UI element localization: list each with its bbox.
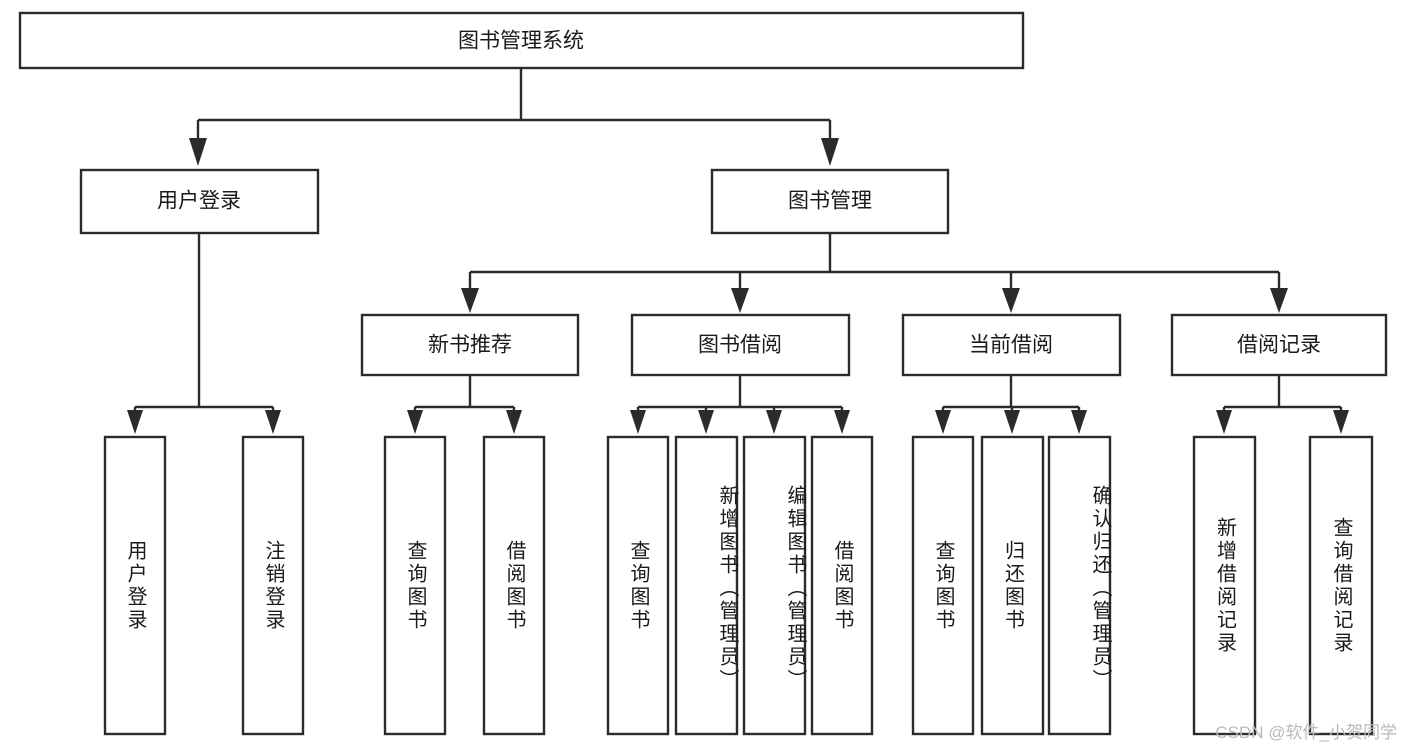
leaf-box-new-book-2[interactable] bbox=[482, 435, 546, 736]
node-root-box[interactable] bbox=[18, 11, 1025, 70]
leaf-box-borrow-record-1[interactable] bbox=[1192, 435, 1257, 736]
leaf-box-current-borrow-3[interactable] bbox=[1047, 435, 1112, 736]
arrow-current-borrow-leaf-2 bbox=[1004, 410, 1020, 434]
arrow-borrow-record-leaf-1 bbox=[1216, 410, 1232, 434]
arrow-book-mgmt-to-new-book bbox=[461, 288, 479, 313]
leaf-box-user-login-2[interactable] bbox=[241, 435, 305, 736]
arrow-new-book-leaf-1 bbox=[407, 410, 423, 434]
node-book-borrow-box[interactable] bbox=[630, 313, 851, 377]
leaf-box-book-borrow-2[interactable] bbox=[674, 435, 739, 736]
node-root-label: 图书管理系统 bbox=[458, 30, 584, 53]
leaf-box-book-borrow-4[interactable] bbox=[810, 435, 874, 736]
arrow-book-borrow-leaf-2 bbox=[698, 410, 714, 434]
arrow-book-borrow-leaf-3 bbox=[766, 410, 782, 434]
node-book-borrow-label: 图书借阅 bbox=[698, 334, 782, 357]
arrow-current-borrow-leaf-3 bbox=[1071, 410, 1087, 434]
arrow-new-book-leaf-2 bbox=[506, 410, 522, 434]
arrow-borrow-record-leaf-2 bbox=[1333, 410, 1349, 434]
leaf-box-book-borrow-1[interactable] bbox=[606, 435, 670, 736]
csdn-watermark: CSDN @软件_小贺同学 bbox=[1215, 723, 1397, 742]
arrow-root-to-user-login bbox=[189, 138, 207, 166]
node-current-borrow-box[interactable] bbox=[901, 313, 1122, 377]
leaf-box-borrow-record-2[interactable] bbox=[1308, 435, 1374, 736]
node-user-login-label: 用户登录 bbox=[157, 190, 241, 213]
node-book-mgmt-label: 图书管理 bbox=[788, 190, 872, 213]
arrow-user-login-leaf-1 bbox=[127, 410, 143, 434]
arrow-root-to-book-mgmt bbox=[821, 138, 839, 166]
arrow-user-login-leaf-2 bbox=[265, 410, 281, 434]
node-borrow-record-label: 借阅记录 bbox=[1237, 334, 1321, 357]
arrow-book-mgmt-to-current-borrow bbox=[1002, 288, 1020, 313]
node-book-mgmt-box[interactable] bbox=[710, 168, 950, 235]
arrow-book-borrow-leaf-1 bbox=[630, 410, 646, 434]
leaf-box-user-login-1[interactable] bbox=[103, 435, 167, 736]
leaf-box-current-borrow-2[interactable] bbox=[980, 435, 1045, 736]
leaf-box-book-borrow-3[interactable] bbox=[742, 435, 807, 736]
node-current-borrow-label: 当前借阅 bbox=[969, 334, 1053, 357]
node-new-book-recommend-box[interactable] bbox=[360, 313, 580, 377]
arrow-book-mgmt-to-borrow-record bbox=[1270, 288, 1288, 313]
leaf-box-new-book-1[interactable] bbox=[383, 435, 447, 736]
node-new-book-recommend-label: 新书推荐 bbox=[428, 334, 512, 357]
leaf-box-current-borrow-1[interactable] bbox=[911, 435, 975, 736]
node-borrow-record-box[interactable] bbox=[1170, 313, 1388, 377]
arrow-book-borrow-leaf-4 bbox=[834, 410, 850, 434]
arrow-current-borrow-leaf-1 bbox=[935, 410, 951, 434]
arrow-book-mgmt-to-book-borrow bbox=[731, 288, 749, 313]
